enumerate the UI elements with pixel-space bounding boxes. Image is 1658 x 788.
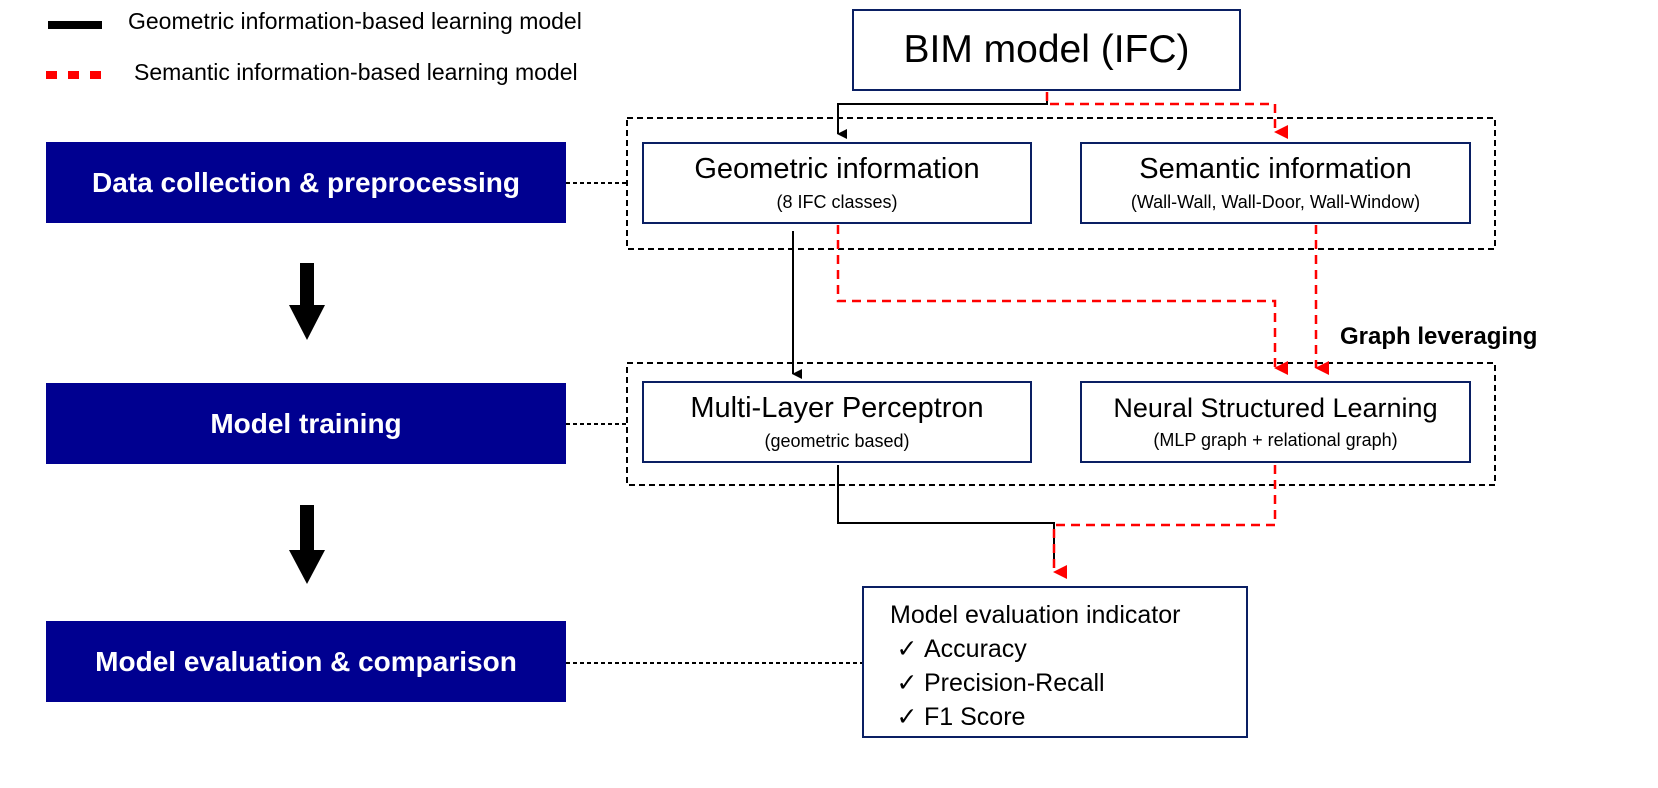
geometric-information-title: Geometric information (694, 152, 980, 185)
geometric-information-subtitle: (8 IFC classes) (776, 192, 898, 213)
evaluation-item-accuracy: ✓ Accuracy (890, 632, 1027, 666)
nsl-subtitle: (MLP graph + relational graph) (1153, 430, 1398, 451)
evaluation-indicator-title: Model evaluation indicator (890, 601, 1181, 629)
evaluation-item-label: F1 Score (924, 703, 1026, 731)
bim-model-box: BIM model (IFC) (852, 9, 1241, 91)
legend-semantic-label: Semantic information-based learning mode… (134, 59, 578, 85)
check-icon: ✓ (896, 669, 918, 697)
flow-bim-to-semantic (1045, 92, 1288, 139)
check-icon: ✓ (896, 635, 918, 663)
step-data-collection-label: Data collection & preprocessing (92, 166, 520, 198)
flow-geometric-to-nsl (836, 225, 1288, 375)
step-model-training: Model training (46, 383, 566, 464)
step-down-arrow-2 (289, 505, 325, 584)
flow-bim-to-geometric (837, 92, 1048, 139)
evaluation-indicator-box: Model evaluation indicator ✓ Accuracy ✓ … (862, 586, 1248, 738)
step-model-evaluation: Model evaluation & comparison (46, 621, 566, 702)
preprocessing-group-frame (626, 117, 1496, 250)
step-model-evaluation-label: Model evaluation & comparison (95, 645, 517, 677)
flow-mlp-to-evaluation (837, 465, 1055, 560)
check-icon: ✓ (896, 703, 918, 731)
mlp-subtitle: (geometric based) (764, 431, 910, 452)
bim-model-label: BIM model (IFC) (903, 27, 1190, 71)
step-data-collection: Data collection & preprocessing (46, 142, 566, 223)
flow-nsl-to-evaluation (1052, 465, 1277, 579)
nsl-title: Neural Structured Learning (1113, 392, 1438, 423)
nsl-box: Neural Structured Learning (MLP graph + … (1080, 381, 1471, 463)
evaluation-item-label: Precision-Recall (924, 669, 1105, 697)
mlp-title: Multi-Layer Perceptron (690, 391, 984, 424)
semantic-information-box: Semantic information (Wall-Wall, Wall-Do… (1080, 142, 1471, 224)
mlp-box: Multi-Layer Perceptron (geometric based) (642, 381, 1032, 463)
evaluation-item-precision-recall: ✓ Precision-Recall (890, 666, 1105, 700)
legend-geometric-label: Geometric information-based learning mod… (128, 8, 582, 34)
semantic-information-subtitle: (Wall-Wall, Wall-Door, Wall-Window) (1130, 192, 1421, 213)
semantic-information-title: Semantic information (1139, 152, 1412, 185)
graph-leveraging-label: Graph leveraging (1340, 323, 1538, 350)
evaluation-item-f1-score: ✓ F1 Score (890, 700, 1026, 734)
step-down-arrow-1 (289, 263, 325, 340)
step-model-training-label: Model training (210, 407, 402, 439)
training-group-frame (626, 362, 1496, 486)
evaluation-item-label: Accuracy (924, 635, 1027, 663)
geometric-information-box: Geometric information (8 IFC classes) (642, 142, 1032, 224)
